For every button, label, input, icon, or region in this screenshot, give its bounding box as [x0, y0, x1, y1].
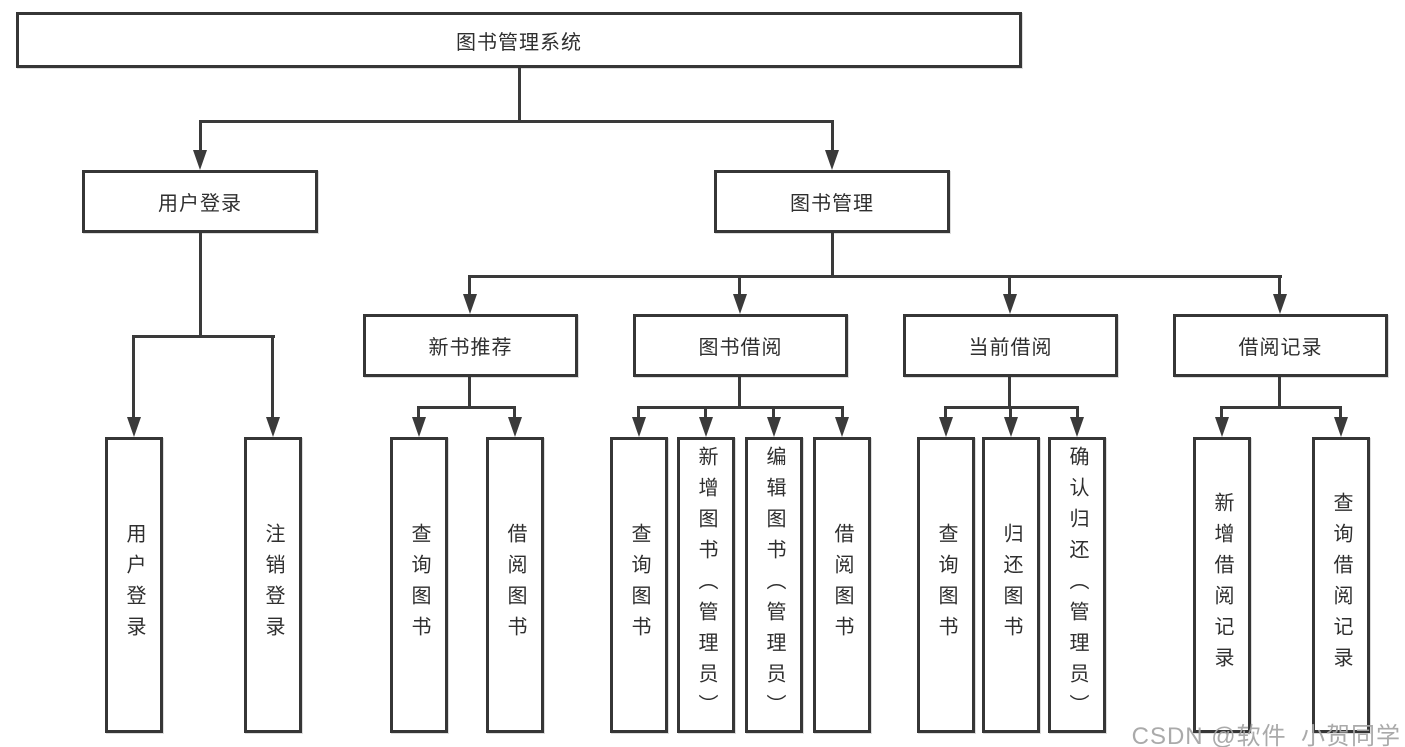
leaf-borrow-books-recommend: 借阅图书	[486, 437, 544, 733]
connector-line	[1008, 275, 1011, 297]
leaf-label: 用户登录	[123, 523, 145, 647]
leaf-label: 借阅图书	[831, 523, 853, 647]
arrow-down-icon	[463, 294, 477, 314]
leaf-add-books-admin: 新增图书（管理员）	[677, 437, 735, 733]
arrow-down-icon	[632, 417, 646, 437]
node-book-management-label: 图书管理	[790, 193, 874, 215]
arrow-down-icon	[1070, 417, 1084, 437]
leaf-label: 查询借阅记录	[1330, 492, 1352, 678]
connector-line	[468, 377, 471, 406]
leaf-label: 查询图书	[628, 523, 650, 647]
node-user-login-label: 用户登录	[158, 193, 242, 215]
arrow-down-icon	[939, 417, 953, 437]
arrow-down-icon	[508, 417, 522, 437]
leaf-label: 编辑图书（管理员）	[763, 445, 785, 725]
leaf-label: 确认归还（管理员）	[1066, 445, 1088, 725]
connector-line	[944, 406, 947, 419]
node-label: 借阅记录	[1238, 337, 1323, 359]
connector-line	[637, 406, 640, 419]
leaf-query-borrow-record: 查询借阅记录	[1312, 437, 1370, 733]
connector-line	[468, 275, 471, 297]
connector-line	[417, 406, 420, 419]
connector-line	[841, 406, 844, 419]
node-label: 当前借阅	[968, 337, 1053, 359]
connector-line	[1220, 406, 1223, 419]
leaf-query-books-recommend: 查询图书	[390, 437, 448, 733]
leaf-return-books: 归还图书	[982, 437, 1040, 733]
node-current-borrow: 当前借阅	[903, 314, 1118, 377]
arrow-down-icon	[412, 417, 426, 437]
leaf-label: 新增图书（管理员）	[695, 445, 717, 725]
leaf-add-borrow-record: 新增借阅记录	[1193, 437, 1251, 733]
arrow-down-icon	[127, 417, 141, 437]
csdn-watermark: CSDN @软件_小贺同学	[1131, 723, 1401, 747]
connector-line	[637, 406, 844, 409]
leaf-label: 借阅图书	[504, 523, 526, 647]
arrow-down-icon	[733, 294, 747, 314]
node-book-borrow: 图书借阅	[633, 314, 848, 377]
node-new-book-recommend: 新书推荐	[363, 314, 578, 377]
arrow-down-icon	[1334, 417, 1348, 437]
connector-line	[772, 406, 775, 419]
arrow-down-icon	[1273, 294, 1287, 314]
connector-line	[468, 275, 1282, 278]
connector-line	[417, 406, 516, 409]
connector-line	[1009, 406, 1012, 419]
connector-line	[518, 68, 521, 120]
connector-line	[1339, 406, 1342, 419]
leaf-label: 查询图书	[935, 523, 957, 647]
node-book-management: 图书管理	[714, 170, 950, 233]
leaf-logout: 注销登录	[244, 437, 302, 733]
leaf-user-login: 用户登录	[105, 437, 163, 733]
connector-line	[704, 406, 707, 419]
node-root: 图书管理系统	[16, 12, 1022, 68]
node-root-label: 图书管理系统	[456, 31, 582, 54]
leaf-query-books-borrow: 查询图书	[610, 437, 668, 733]
connector-line	[738, 377, 741, 406]
connector-line	[271, 335, 274, 419]
node-borrow-records: 借阅记录	[1173, 314, 1388, 377]
arrow-down-icon	[193, 150, 207, 170]
arrow-down-icon	[767, 417, 781, 437]
node-user-login: 用户登录	[82, 170, 318, 233]
connector-line	[738, 275, 741, 297]
connector-line	[831, 233, 834, 275]
connector-line	[199, 120, 202, 152]
node-label: 新书推荐	[428, 337, 513, 359]
connector-line	[831, 120, 834, 152]
leaf-borrow-books: 借阅图书	[813, 437, 871, 733]
leaf-label: 查询图书	[408, 523, 430, 647]
arrow-down-icon	[1215, 417, 1229, 437]
arrow-down-icon	[266, 417, 280, 437]
leaf-label: 注销登录	[262, 523, 284, 647]
connector-line	[132, 335, 135, 419]
node-label: 图书借阅	[698, 337, 783, 359]
leaf-edit-books-admin: 编辑图书（管理员）	[745, 437, 803, 733]
connector-line	[132, 335, 275, 338]
arrow-down-icon	[835, 417, 849, 437]
arrow-down-icon	[825, 150, 839, 170]
leaf-confirm-return-admin: 确认归还（管理员）	[1048, 437, 1106, 733]
arrow-down-icon	[699, 417, 713, 437]
leaf-label: 归还图书	[1000, 523, 1022, 647]
arrow-down-icon	[1003, 294, 1017, 314]
connector-line	[199, 233, 202, 335]
connector-line	[1008, 377, 1011, 406]
connector-line	[199, 120, 834, 123]
connector-line	[1220, 406, 1342, 409]
leaf-label: 新增借阅记录	[1211, 492, 1233, 678]
leaf-query-books-current: 查询图书	[917, 437, 975, 733]
connector-line	[1076, 406, 1079, 419]
connector-line	[513, 406, 516, 419]
connector-line	[1278, 275, 1281, 297]
arrow-down-icon	[1004, 417, 1018, 437]
connector-line	[1278, 377, 1281, 406]
